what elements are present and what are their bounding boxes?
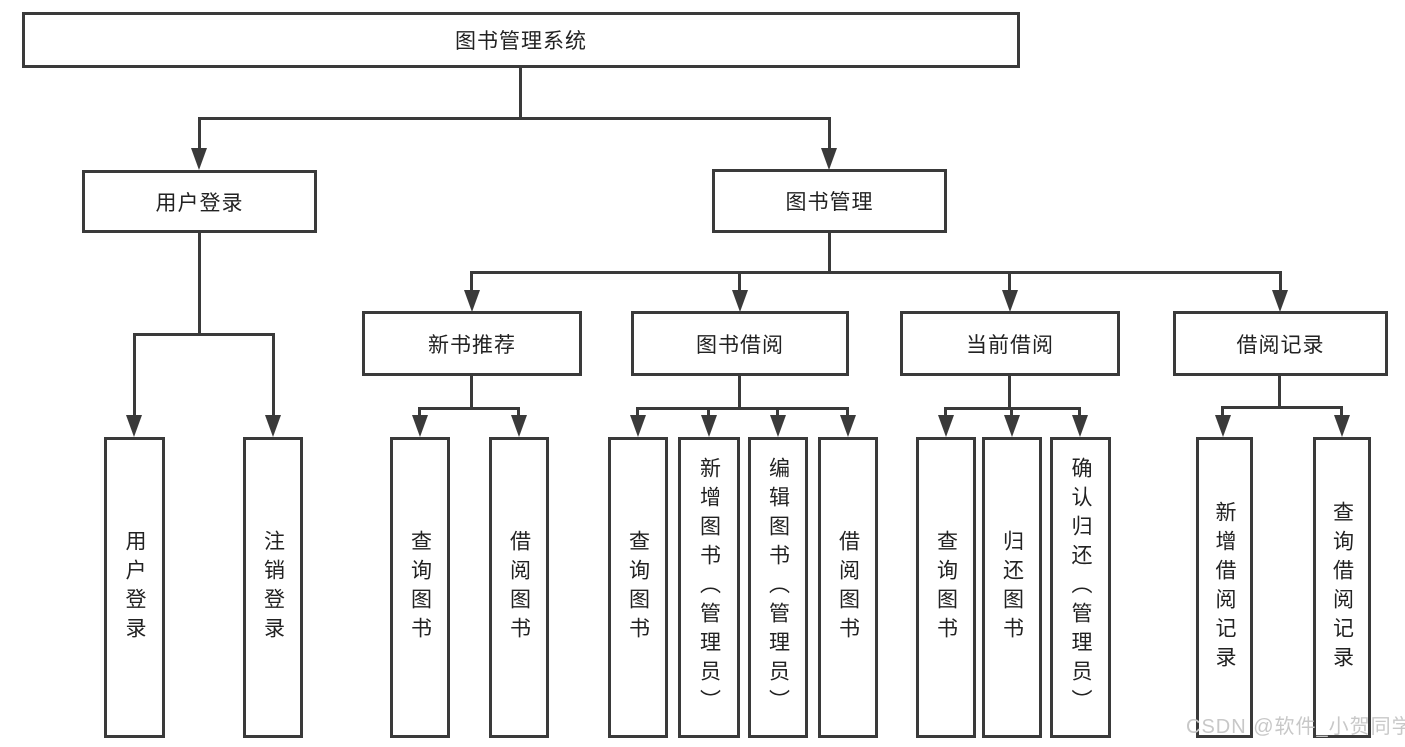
arrowhead-logout	[265, 415, 281, 437]
connector-records-stem	[1278, 376, 1281, 409]
leaf-cb-query: 查询图书	[916, 437, 976, 738]
connector-drop-br-query	[1340, 406, 1343, 415]
leaf-br-query: 查询借阅记录	[1313, 437, 1371, 738]
connector-drop-current	[1008, 271, 1011, 290]
watermark: CSDN @软件_小贺同学	[1186, 716, 1405, 738]
connector-drop-new-books	[470, 271, 473, 290]
connector-drop-nb-borrow	[517, 407, 520, 415]
node-borrow-records: 借阅记录	[1173, 311, 1388, 376]
leaf-nb-borrow: 借阅图书	[489, 437, 549, 738]
arrowhead-nb-borrow	[511, 415, 527, 437]
node-book-mgmt-label: 图书管理	[785, 191, 874, 214]
leaf-cb-query-label: 查询图书	[934, 529, 958, 646]
connector-records-bus	[1221, 406, 1343, 409]
arrowhead-login	[126, 415, 142, 437]
connector-drop-bb-query	[636, 407, 639, 415]
connector-mgmt-stem	[828, 233, 831, 274]
connector-drop-nb-query	[418, 407, 421, 415]
connector-current-stem	[1008, 376, 1011, 410]
arrowhead-user-login	[191, 148, 207, 170]
leaf-logout-label: 注销登录	[261, 529, 285, 646]
leaf-bb-query: 查询图书	[608, 437, 668, 738]
arrowhead-br-add	[1215, 415, 1231, 437]
connector-drop-bb-borrow	[846, 407, 849, 415]
arrowhead-current	[1002, 290, 1018, 312]
leaf-br-add-label: 新增借阅记录	[1213, 500, 1236, 675]
leaf-cb-return: 归还图书	[982, 437, 1042, 738]
connector-drop-login	[133, 333, 136, 415]
leaf-cb-confirm: 确认归还（管理员）	[1050, 437, 1111, 738]
node-new-books: 新书推荐	[362, 311, 582, 376]
connector-new-books-stem	[470, 376, 473, 410]
arrowhead-cb-query	[938, 415, 954, 437]
leaf-cb-confirm-label: 确认归还（管理员）	[1069, 457, 1092, 718]
arrowhead-records	[1272, 290, 1288, 312]
leaf-bb-edit: 编辑图书（管理员）	[748, 437, 808, 738]
node-user-login: 用户登录	[82, 170, 317, 233]
leaf-bb-add-label: 新增图书（管理员）	[697, 457, 721, 718]
connector-drop-cb-confirm	[1078, 407, 1081, 415]
connector-drop-cb-return	[1010, 407, 1013, 415]
connector-drop-book-mgmt	[828, 117, 831, 150]
connector-user-bus	[133, 333, 275, 336]
connector-drop-records	[1279, 271, 1282, 290]
arrowhead-br-query	[1334, 415, 1350, 437]
leaf-nb-borrow-label: 借阅图书	[507, 529, 531, 646]
arrowhead-borrow	[732, 290, 748, 312]
leaf-br-query-label: 查询借阅记录	[1330, 500, 1354, 675]
connector-root-stem	[519, 66, 522, 120]
node-current-borrow-label: 当前借阅	[966, 333, 1054, 357]
leaf-bb-borrow-label: 借阅图书	[836, 529, 860, 646]
node-new-books-label: 新书推荐	[428, 333, 516, 357]
leaf-br-add: 新增借阅记录	[1196, 437, 1253, 738]
node-book-mgmt: 图书管理	[712, 169, 947, 233]
connector-drop-br-add	[1221, 406, 1224, 415]
connector-drop-borrow	[738, 271, 741, 290]
connector-drop-logout	[272, 333, 275, 415]
arrowhead-book-mgmt	[821, 148, 837, 170]
connector-borrow-bus	[636, 407, 849, 410]
node-root-label: 图书管理系统	[455, 30, 587, 53]
connector-drop-cb-query	[944, 407, 947, 415]
connector-user-stem	[198, 233, 201, 336]
node-book-borrow: 图书借阅	[631, 311, 849, 376]
leaf-bb-borrow: 借阅图书	[818, 437, 878, 738]
arrowhead-cb-return	[1004, 415, 1020, 437]
connector-level1-bus	[198, 117, 831, 120]
arrowhead-bb-borrow	[840, 415, 856, 437]
node-root: 图书管理系统	[22, 12, 1020, 68]
node-borrow-records-label: 借阅记录	[1236, 333, 1325, 357]
arrowhead-new-books	[464, 290, 480, 312]
arrowhead-cb-confirm	[1072, 415, 1088, 437]
connector-drop-user-login	[198, 117, 201, 150]
arrowhead-bb-add	[701, 415, 717, 437]
connector-new-books-bus	[418, 407, 520, 410]
leaf-logout: 注销登录	[243, 437, 303, 738]
connector-borrow-stem	[738, 376, 741, 410]
arrowhead-bb-edit	[770, 415, 786, 437]
node-user-login-label: 用户登录	[155, 191, 244, 215]
leaf-bb-add: 新增图书（管理员）	[678, 437, 740, 738]
node-book-borrow-label: 图书借阅	[696, 333, 784, 357]
leaf-nb-query: 查询图书	[390, 437, 450, 738]
leaf-bb-edit-label: 编辑图书（管理员）	[766, 457, 790, 718]
leaf-nb-query-label: 查询图书	[408, 529, 432, 646]
arrowhead-bb-query	[630, 415, 646, 437]
leaf-user-login-label: 用户登录	[123, 529, 146, 646]
arrowhead-nb-query	[412, 415, 428, 437]
leaf-bb-query-label: 查询图书	[626, 529, 650, 646]
leaf-user-login: 用户登录	[104, 437, 165, 738]
node-current-borrow: 当前借阅	[900, 311, 1120, 376]
connector-level2-bus	[470, 271, 1282, 274]
connector-drop-bb-add	[707, 407, 710, 415]
connector-drop-bb-edit	[776, 407, 779, 415]
leaf-cb-return-label: 归还图书	[1000, 529, 1024, 646]
